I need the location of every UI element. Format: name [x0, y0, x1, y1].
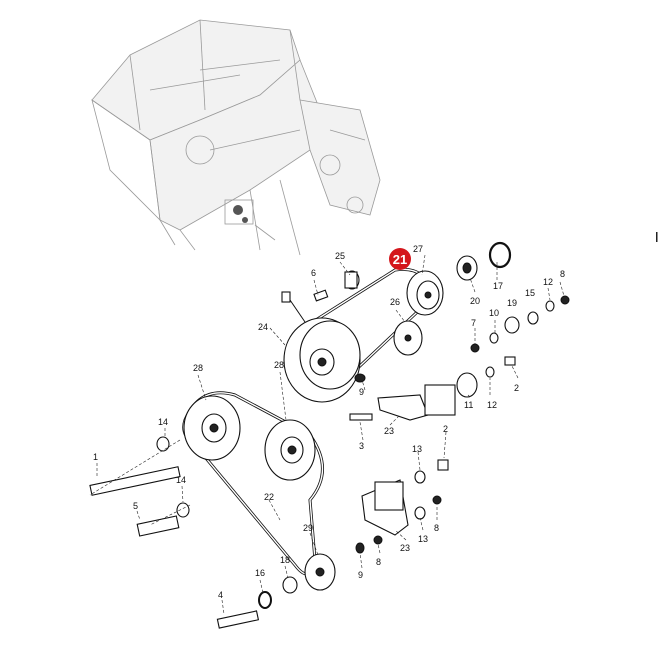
nut-8c	[373, 535, 383, 545]
upper-drive-group	[281, 241, 570, 421]
label-14: 14	[158, 417, 168, 427]
tensioner-body	[424, 384, 456, 416]
label-2: 2	[514, 383, 519, 393]
label-8: 8	[434, 523, 439, 533]
label-28: 28	[193, 363, 203, 373]
label-6: 6	[311, 268, 316, 278]
label-4: 4	[218, 590, 223, 600]
roller-13a	[414, 470, 426, 484]
label-23: 23	[400, 543, 410, 553]
label-12: 12	[543, 277, 553, 287]
bolt-1	[89, 466, 181, 496]
label-22: 22	[264, 492, 274, 502]
label-24: 24	[258, 322, 268, 332]
label-16: 16	[255, 568, 265, 578]
label-18: 18	[280, 555, 290, 565]
label-14: 14	[176, 475, 186, 485]
bolt-3	[349, 413, 373, 421]
snap-ring-17	[488, 241, 512, 269]
label-15: 15	[525, 288, 535, 298]
label-13: 13	[412, 444, 422, 454]
washer-13b	[414, 506, 426, 520]
label-1: 1	[93, 452, 98, 462]
washer-10	[489, 332, 499, 344]
label-10: 10	[489, 308, 499, 318]
label-8: 8	[560, 269, 565, 279]
roller-11	[456, 372, 478, 398]
nut-8a	[560, 295, 570, 305]
bolt-6	[313, 289, 329, 302]
nut-9b	[355, 542, 365, 554]
label-20: 20	[470, 296, 480, 306]
label-11: 11	[464, 400, 473, 410]
bearing-18	[282, 576, 298, 594]
spring-hook	[281, 291, 291, 303]
highlight-label: 21	[393, 252, 407, 267]
washer-14b	[176, 502, 190, 518]
bolt-2b	[437, 459, 449, 471]
bolt-5	[136, 515, 180, 537]
nut-7	[470, 343, 480, 353]
ring-15	[527, 311, 539, 325]
lower-drive-group	[89, 391, 449, 629]
bushing-19	[504, 316, 520, 334]
label-23: 23	[384, 426, 394, 436]
bracket-23a	[377, 394, 429, 421]
label-12: 12	[487, 400, 497, 410]
label-26: 26	[390, 297, 400, 307]
nut-8b	[432, 495, 442, 505]
label-2: 2	[443, 424, 448, 434]
highlight-callout: 21	[389, 248, 411, 270]
highlight-circle	[389, 248, 411, 270]
edge-mark	[656, 232, 658, 242]
label-7: 7	[471, 318, 476, 328]
label-27: 27	[413, 244, 423, 254]
nut-9a	[354, 373, 366, 383]
label-3: 3	[359, 441, 364, 451]
label-13: 13	[418, 534, 428, 544]
washer-14a	[156, 436, 170, 452]
label-9: 9	[359, 387, 364, 397]
label-8: 8	[376, 557, 381, 567]
label-28: 28	[274, 360, 284, 370]
snap-ring-16	[258, 591, 272, 609]
part-labels: 27 25 6 17 20 12 8 15 19 10 7 26 24 9 11…	[93, 244, 565, 600]
label-9: 9	[358, 570, 363, 580]
washer-12a	[545, 300, 555, 312]
tensioner-body-lower	[374, 481, 404, 511]
label-19: 19	[507, 298, 517, 308]
washer-12b	[485, 366, 495, 378]
machine-frame-overview	[91, 19, 381, 256]
label-5: 5	[133, 501, 138, 511]
label-25: 25	[335, 251, 345, 261]
bolt-2a	[504, 356, 516, 366]
leader-lines	[89, 254, 565, 615]
label-17: 17	[493, 281, 503, 291]
label-29: 29	[303, 523, 313, 533]
bolt-4	[216, 610, 260, 629]
